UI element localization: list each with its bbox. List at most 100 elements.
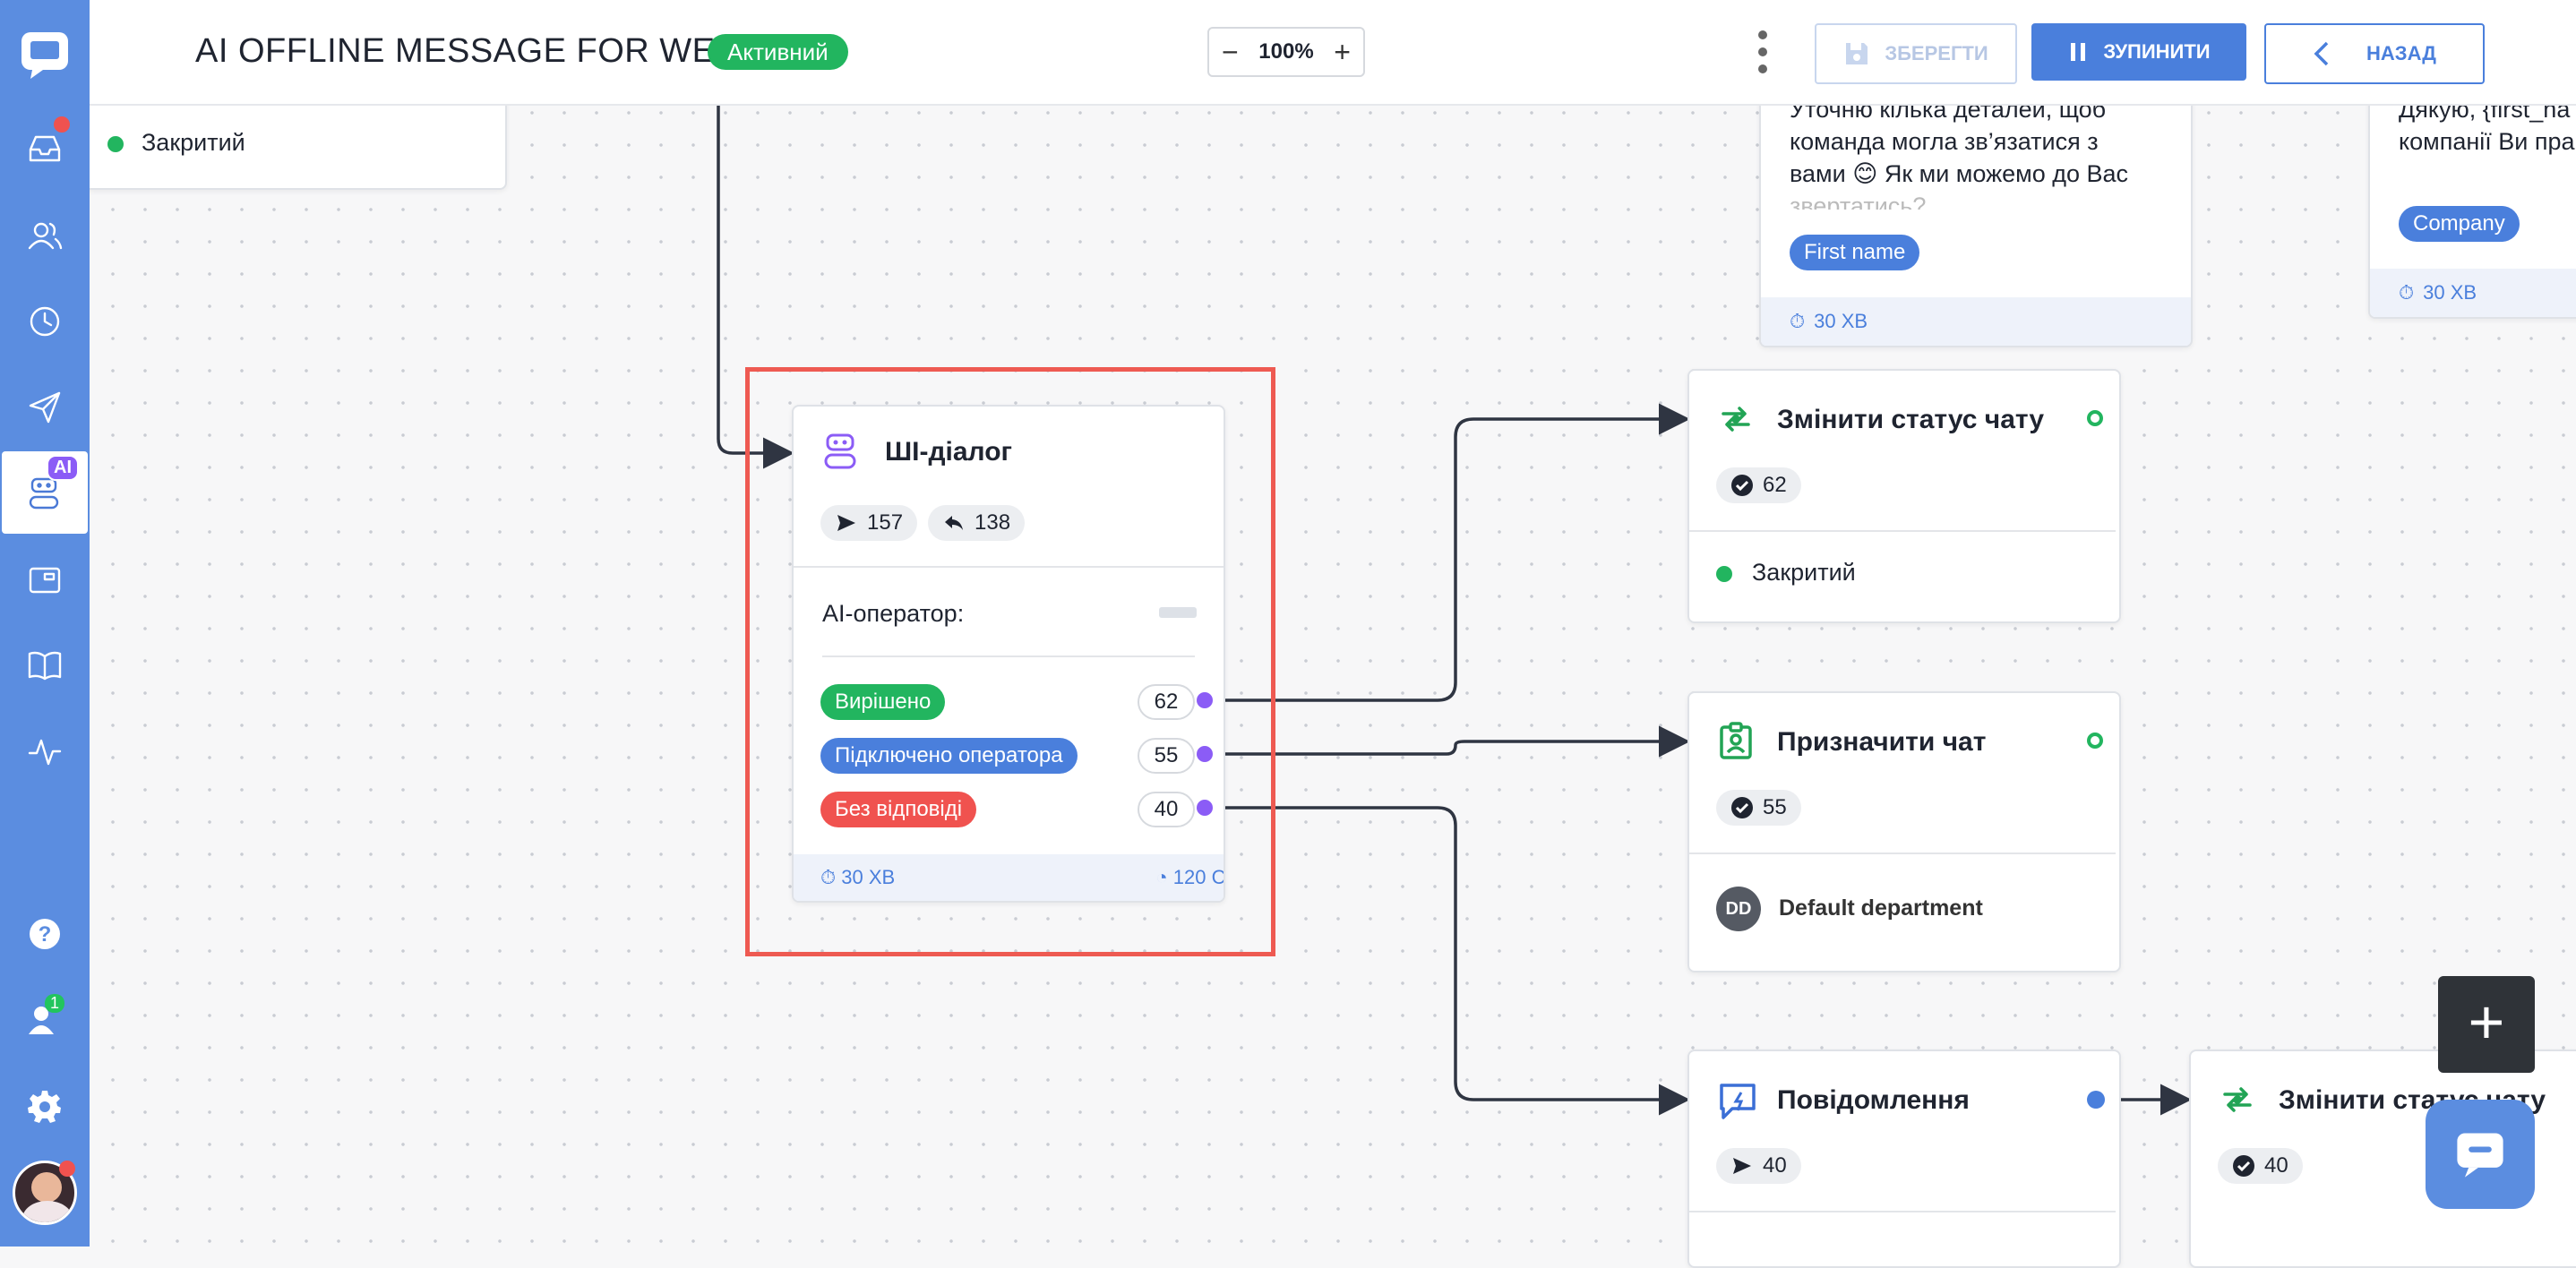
active-indicator bbox=[2087, 410, 2103, 426]
count-value: 40 bbox=[1763, 1153, 1787, 1178]
message-line: команда могла зв’язатися з bbox=[1790, 128, 2099, 155]
message-line: вами 😊 Як ми можемо до Вас bbox=[1790, 160, 2129, 187]
card-title: Повідомлення bbox=[1777, 1085, 1970, 1115]
timeout-value: 120 СЕК bbox=[1172, 866, 1225, 888]
back-label: НАЗАД bbox=[2366, 42, 2436, 64]
chat-icon bbox=[2457, 1133, 2503, 1178]
contacts-icon[interactable] bbox=[22, 213, 67, 258]
active-indicator bbox=[2087, 733, 2103, 749]
completed-count: 55 bbox=[1716, 790, 1801, 826]
check-circle-icon bbox=[1731, 797, 1753, 818]
team-count-badge: 1 bbox=[45, 994, 65, 1013]
send-icon bbox=[837, 515, 855, 531]
zoom-control: − 100% + bbox=[1207, 27, 1365, 77]
sent-value: 157 bbox=[867, 510, 904, 535]
change-status-card[interactable]: Змінити статус чату 62 Закритий bbox=[1687, 369, 2121, 623]
timer-footer: ⏱ 30 ХВ bbox=[1761, 297, 2191, 346]
help-icon[interactable]: ? bbox=[22, 912, 67, 956]
status-badge: Активний bbox=[708, 34, 848, 70]
message-card[interactable]: Повідомлення 40 bbox=[1687, 1050, 2121, 1268]
top-bar: AI OFFLINE MESSAGE FOR WEB [UK] Активний… bbox=[55, 0, 2576, 106]
variable-tag: First name bbox=[1790, 235, 1920, 270]
outcome-operator-connected: Підключено оператора bbox=[820, 738, 1078, 774]
completed-count: 40 bbox=[2218, 1148, 2303, 1184]
divider bbox=[1689, 530, 2116, 532]
ai-bot-icon bbox=[21, 471, 66, 516]
count-value: 40 bbox=[2264, 1153, 2288, 1178]
output-port[interactable] bbox=[2087, 1091, 2105, 1109]
status-text: Закритий bbox=[1752, 559, 1856, 586]
check-circle-icon bbox=[1731, 475, 1753, 496]
output-port-no-answer[interactable] bbox=[1197, 800, 1213, 816]
svg-text:?: ? bbox=[39, 922, 52, 947]
stop-label: ЗУПИНИТИ bbox=[2103, 40, 2211, 63]
status-card-closed-partial[interactable]: Закритий bbox=[88, 99, 507, 190]
pause-icon bbox=[2071, 43, 2086, 61]
message-card-company[interactable]: Дякую, {first_na компанії Ви пра Company… bbox=[2368, 90, 2576, 319]
timer-value: 30 ХВ bbox=[841, 866, 896, 888]
department-name: Default department bbox=[1779, 895, 1983, 921]
chat-widget-button[interactable] bbox=[2426, 1100, 2535, 1209]
robot-icon bbox=[822, 432, 858, 471]
settings-gear-icon[interactable] bbox=[22, 1084, 67, 1128]
sidebar-item-ai-bots[interactable]: AI bbox=[2, 451, 88, 534]
swap-icon bbox=[1718, 401, 1754, 437]
divider bbox=[822, 655, 1195, 657]
widget-card-icon[interactable] bbox=[22, 557, 67, 602]
card-title: ШІ-діалог bbox=[885, 437, 1013, 467]
knowledge-book-icon[interactable] bbox=[22, 643, 67, 688]
logo-icon[interactable] bbox=[20, 30, 70, 81]
output-port-operator[interactable] bbox=[1197, 746, 1213, 762]
card-title: Призначити чат bbox=[1777, 727, 1987, 757]
save-label: ЗБЕРЕГТИ bbox=[1885, 42, 1988, 64]
team-icon[interactable] bbox=[22, 998, 67, 1042]
sent-count: 157 bbox=[820, 505, 918, 541]
message-text: Уточню кілька деталей, щоб команда могла… bbox=[1790, 93, 2128, 210]
campaign-send-icon[interactable] bbox=[22, 385, 67, 430]
more-menu-icon[interactable] bbox=[1757, 30, 1768, 73]
timer-value: 30 ХВ bbox=[2423, 281, 2477, 304]
save-button[interactable]: ЗБЕРЕГТИ bbox=[1815, 23, 2017, 84]
reply-icon bbox=[945, 516, 963, 530]
message-bolt-icon bbox=[1718, 1082, 1757, 1121]
ai-badge: AI bbox=[47, 455, 79, 481]
swap-icon bbox=[2220, 1082, 2255, 1118]
card-title: Змінити статус чату bbox=[1777, 405, 2045, 434]
outcome-count: 40 bbox=[1138, 792, 1195, 827]
zoom-in-button[interactable]: + bbox=[1334, 35, 1351, 68]
back-button[interactable]: НАЗАД bbox=[2264, 23, 2485, 84]
timer-value: 30 ХВ bbox=[1814, 310, 1868, 332]
outcome-count: 62 bbox=[1138, 684, 1195, 720]
analytics-pulse-icon[interactable] bbox=[22, 729, 67, 774]
assign-chat-card[interactable]: Призначити чат 55 DD Default department bbox=[1687, 691, 2121, 972]
assign-badge-icon bbox=[1718, 722, 1754, 761]
ai-operator-label: AI-оператор: bbox=[822, 600, 965, 627]
ai-dialog-card[interactable]: ШІ-діалог 157 138 AI-оператор: Вирішено … bbox=[792, 405, 1225, 903]
output-port-resolved[interactable] bbox=[1197, 692, 1213, 708]
timer-footer: ⏱ 30 ХВ ◔ 120 СЕК bbox=[794, 854, 1225, 901]
send-icon bbox=[1733, 1158, 1751, 1174]
outcome-no-answer: Без відповіді bbox=[820, 792, 977, 827]
divider bbox=[794, 566, 1224, 568]
timer: ⏱ 30 ХВ bbox=[820, 866, 896, 888]
zoom-out-button[interactable]: − bbox=[1222, 35, 1239, 68]
message-card-first-name[interactable]: Уточню кілька деталей, щоб команда могла… bbox=[1759, 90, 2193, 347]
operator-placeholder bbox=[1159, 607, 1197, 618]
stop-button[interactable]: ЗУПИНИТИ bbox=[2031, 23, 2246, 81]
add-node-button[interactable]: + bbox=[2438, 976, 2535, 1073]
reply-value: 138 bbox=[975, 510, 1011, 535]
floppy-icon bbox=[1846, 43, 1868, 64]
stopwatch-icon: ⏱ bbox=[1790, 310, 1806, 332]
zoom-level: 100% bbox=[1258, 39, 1314, 64]
status-dot bbox=[107, 136, 124, 152]
timer-footer: ⏱ 30 ХВ bbox=[2370, 269, 2576, 317]
history-clock-icon[interactable] bbox=[22, 299, 67, 344]
stopwatch-icon: ⏱ bbox=[2399, 281, 2415, 304]
divider bbox=[1689, 1211, 2116, 1212]
sidebar: AI ? 1 bbox=[0, 0, 90, 1247]
completed-count: 62 bbox=[1716, 467, 1801, 503]
message-line: звертатись? bbox=[1790, 193, 1927, 210]
inbox-icon[interactable] bbox=[22, 125, 67, 170]
timeout: ◔ 120 СЕК bbox=[1155, 866, 1225, 889]
